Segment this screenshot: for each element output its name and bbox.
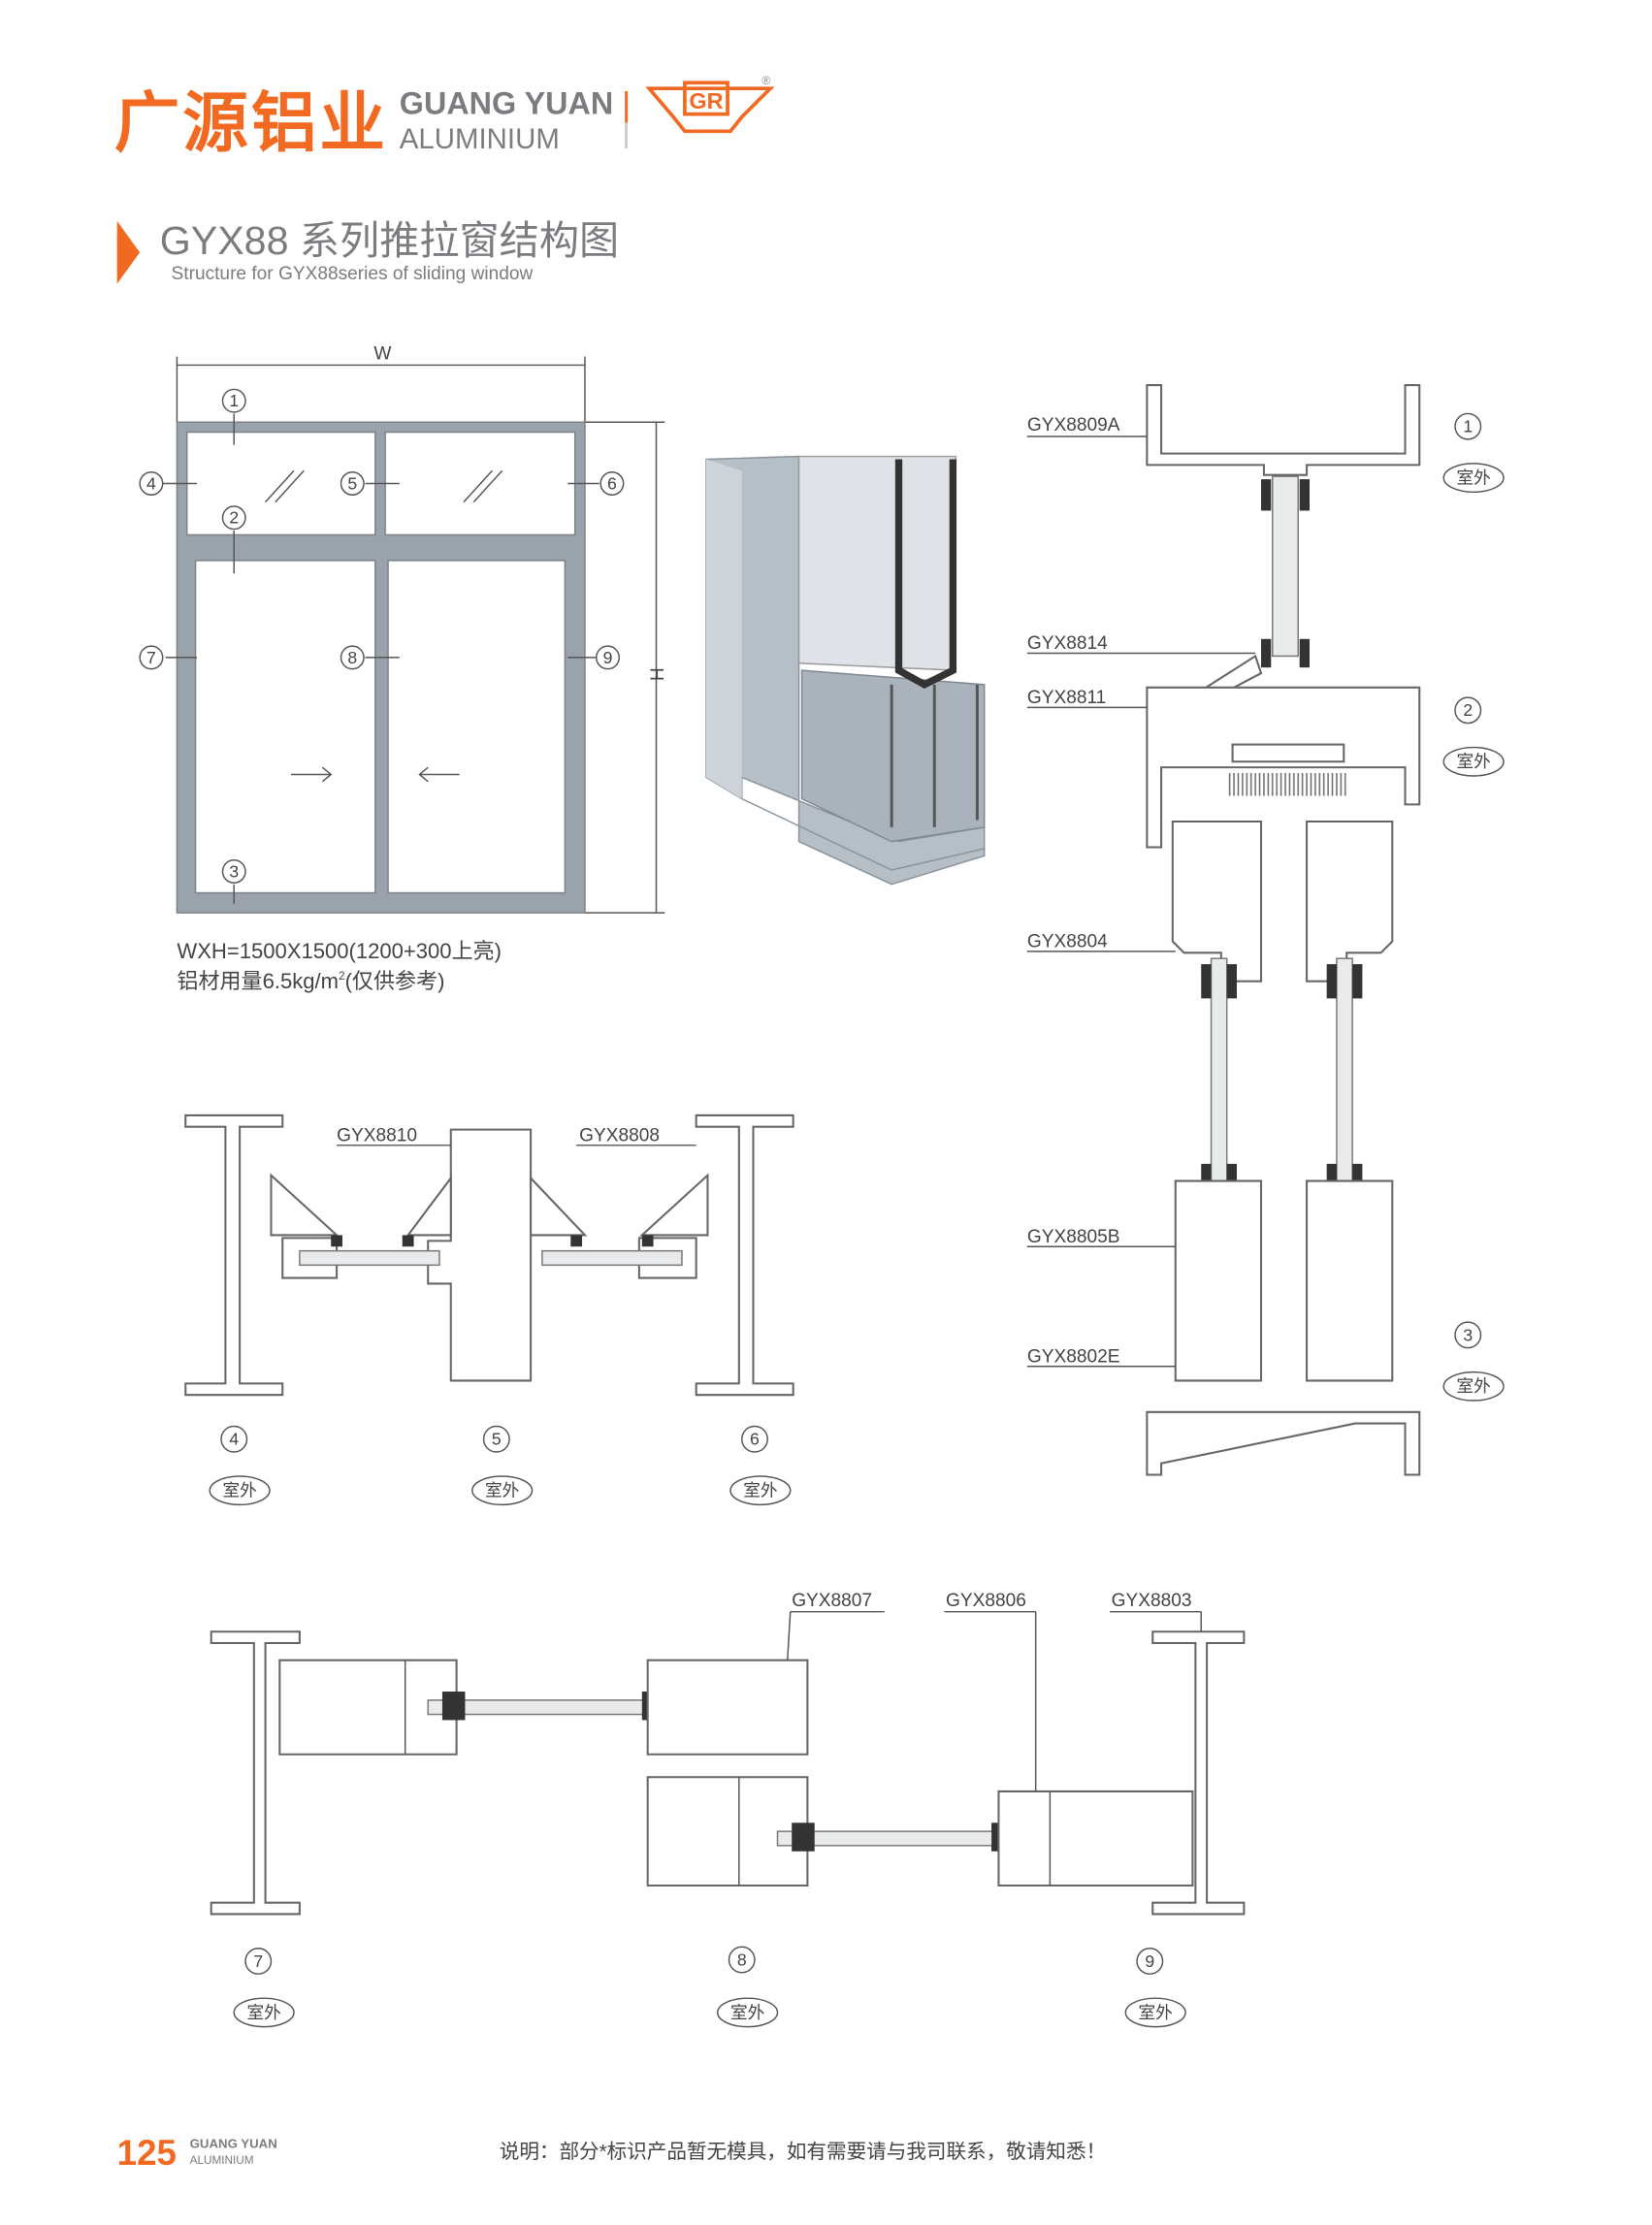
marker-3: 3 <box>221 858 246 884</box>
svg-text:7: 7 <box>146 648 156 667</box>
marker-5: 5 <box>340 471 365 497</box>
svg-text:6: 6 <box>607 473 617 493</box>
marker-6-section: 6 <box>741 1425 768 1453</box>
marker-7-section: 7 <box>244 1947 273 1975</box>
svg-text:4: 4 <box>146 473 156 493</box>
svg-text:9: 9 <box>1145 1951 1154 1971</box>
svg-text:2: 2 <box>229 508 239 528</box>
footer-brand-top: GUANG YUAN <box>190 2137 277 2151</box>
marker-8: 8 <box>340 645 365 670</box>
page-subtitle: Structure for GYX88series of sliding win… <box>172 264 534 284</box>
marker-3-section: 3 <box>1454 1321 1482 1349</box>
svg-text:室外: 室外 <box>1456 1376 1491 1396</box>
outside-badge: 室外 <box>1442 746 1505 777</box>
marker-7: 7 <box>139 645 164 670</box>
title-arrow-icon <box>116 220 141 284</box>
marker-1-section: 1 <box>1454 412 1482 440</box>
svg-text:8: 8 <box>347 648 357 667</box>
marker-4: 4 <box>139 471 164 497</box>
marker-5-section: 5 <box>482 1425 510 1453</box>
svg-text:1: 1 <box>229 391 239 410</box>
svg-text:室外: 室外 <box>730 2003 765 2022</box>
part-label-gyx8809a: GYX8809A <box>1027 415 1120 435</box>
svg-text:8: 8 <box>737 1950 747 1969</box>
svg-text:3: 3 <box>1463 1325 1473 1344</box>
vertical-section: GYX8809A GYX8814 GYX8811 GYX8804 GYX8805… <box>1026 384 1505 1476</box>
svg-text:5: 5 <box>492 1430 502 1449</box>
outside-badge: 室外 <box>1442 1370 1505 1402</box>
marker-9-section: 9 <box>1136 1947 1164 1975</box>
registered-mark: ® <box>761 75 770 87</box>
outside-badge: 室外 <box>729 1475 792 1506</box>
footer-brand-bottom: ALUMINIUM <box>190 2154 254 2167</box>
section-title: GYX88 系列推拉窗结构图 Structure for GYX88series… <box>116 218 619 284</box>
brand-cn: 广源铝业 <box>114 87 388 160</box>
part-label-gyx8808: GYX8808 <box>579 1125 660 1145</box>
part-label-gyx8811: GYX8811 <box>1027 688 1106 708</box>
svg-text:6: 6 <box>750 1430 760 1449</box>
transom-section: GYX8810 GYX8808 4 室外 5 室外 6 室外 <box>184 1113 794 1506</box>
outside-badge: 室外 <box>471 1475 534 1506</box>
marker-1: 1 <box>221 388 246 413</box>
outside-badge: 室外 <box>233 1997 295 2028</box>
svg-text:7: 7 <box>253 1951 263 1971</box>
part-label-gyx8814: GYX8814 <box>1027 633 1108 654</box>
outside-badge: 室外 <box>1124 1997 1186 2028</box>
svg-text:室外: 室外 <box>1456 468 1491 488</box>
footer-note: 说明：部分*标识产品暂无模具，如有需要请与我司联系，敬请知悉！ <box>500 2141 1106 2163</box>
part-label-gyx8804: GYX8804 <box>1027 931 1108 951</box>
window-elevation: W H 1 2 3 4 5 6 7 8 9 WXH=1500X1500(1200… <box>139 344 666 993</box>
part-label-gyx8807: GYX8807 <box>792 1591 872 1611</box>
marker-2-section: 2 <box>1454 696 1482 725</box>
spec-material-usage: 铝材用量6.5kg/m2(仅供参考) <box>177 969 444 993</box>
svg-text:室外: 室外 <box>743 1481 778 1500</box>
footer: 125 GUANG YUAN ALUMINIUM 说明：部分*标识产品暂无模具，… <box>117 2133 1106 2173</box>
marker-6: 6 <box>599 471 625 497</box>
spec-dimensions: WXH=1500X1500(1200+300上亮) <box>177 939 502 963</box>
svg-text:3: 3 <box>229 861 239 881</box>
brand-en-bottom: ALUMINIUM <box>400 123 560 155</box>
page-number: 125 <box>117 2133 177 2173</box>
svg-text:室外: 室外 <box>246 2003 281 2022</box>
marker-8-section: 8 <box>728 1946 756 1974</box>
svg-text:室外: 室外 <box>1139 2003 1174 2022</box>
arrow-right-icon <box>291 766 333 783</box>
svg-text:室外: 室外 <box>222 1481 257 1500</box>
part-label-gyx8810: GYX8810 <box>337 1125 417 1145</box>
part-label-gyx8806: GYX8806 <box>946 1591 1026 1611</box>
marker-2: 2 <box>221 505 246 531</box>
svg-text:室外: 室外 <box>485 1481 520 1500</box>
page-title: GYX88 系列推拉窗结构图 <box>160 218 619 263</box>
svg-text:5: 5 <box>347 473 357 493</box>
svg-text:1: 1 <box>1463 417 1473 436</box>
marker-4-section: 4 <box>220 1425 248 1453</box>
svg-text:9: 9 <box>603 648 613 667</box>
part-label-gyx8803: GYX8803 <box>1112 1591 1192 1611</box>
sash-section: GYX8807 GYX8806 GYX8803 7 室外 8 室外 9 室外 <box>210 1591 1246 2028</box>
outside-badge: 室外 <box>1442 463 1505 494</box>
svg-text:2: 2 <box>1463 700 1473 720</box>
svg-text:4: 4 <box>229 1430 239 1449</box>
outside-badge: 室外 <box>209 1475 271 1506</box>
brand-header: 广源铝业 GUANG YUAN ALUMINIUM GR ® <box>114 75 775 160</box>
svg-text:室外: 室外 <box>1456 752 1491 771</box>
part-label-gyx8805b: GYX8805B <box>1027 1227 1120 1247</box>
marker-9: 9 <box>596 645 621 670</box>
arrow-left-icon <box>418 766 460 783</box>
brand-logo: GR <box>645 81 775 134</box>
corner-3d-render <box>705 455 986 886</box>
brand-en-top: GUANG YUAN <box>400 86 613 121</box>
outside-badge: 室外 <box>717 1997 779 2028</box>
width-label: W <box>373 344 391 365</box>
part-label-gyx8802e: GYX8802E <box>1027 1346 1120 1367</box>
logo-text: GR <box>689 88 723 113</box>
height-label: H <box>646 667 666 681</box>
